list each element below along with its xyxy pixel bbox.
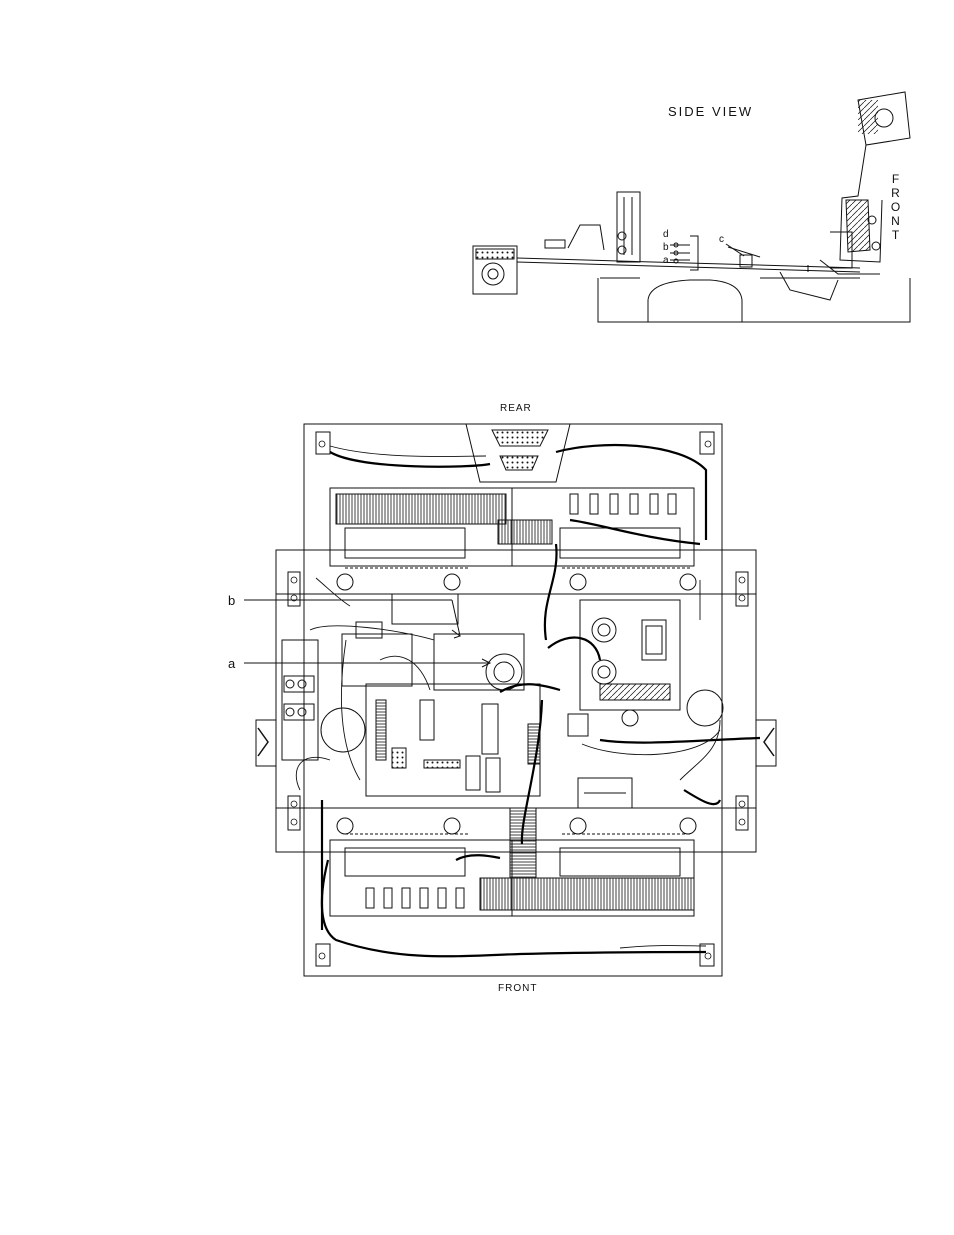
side-view-drawing	[473, 92, 910, 322]
side-view-front-label: FRONT	[889, 172, 903, 242]
main-cpu-board	[366, 684, 540, 796]
rear-label: REAR	[500, 403, 532, 414]
label-plate	[392, 594, 458, 624]
callout-leaders	[244, 244, 744, 667]
side-view-title: SIDE VIEW	[668, 104, 753, 119]
front-label: FRONT	[498, 983, 537, 994]
rear-bracket	[617, 192, 640, 262]
side-callout-c: c	[719, 234, 725, 245]
callout-a: a	[228, 656, 236, 671]
side-callout-a: a	[663, 255, 670, 266]
side-callout-b: b	[663, 242, 670, 253]
lower-relay-blocks	[366, 888, 464, 908]
upper-relay-blocks	[570, 494, 676, 514]
cpu-sub-board	[434, 634, 524, 690]
callout-b: b	[228, 593, 236, 608]
mounting-plate	[276, 550, 756, 852]
top-view-drawing	[256, 424, 776, 976]
side-callout-d: d	[663, 229, 670, 240]
